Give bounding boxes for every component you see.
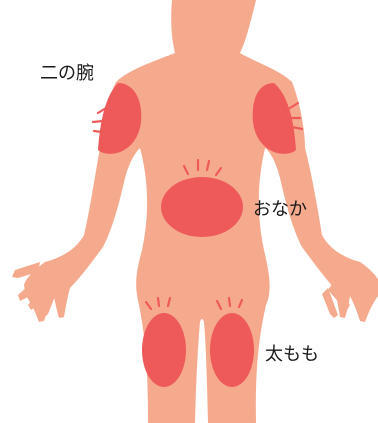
left-thigh-spot xyxy=(142,313,186,387)
ray xyxy=(158,298,159,306)
thigh-label: 太もも xyxy=(265,346,319,364)
abdomen-spot xyxy=(161,177,243,237)
right-thigh-spot xyxy=(210,313,254,387)
ray xyxy=(229,298,230,306)
upper-arm-label: 二の腕 xyxy=(40,65,94,83)
ray xyxy=(93,121,103,122)
abdomen-label: おなか xyxy=(253,201,307,219)
ray xyxy=(94,131,102,132)
